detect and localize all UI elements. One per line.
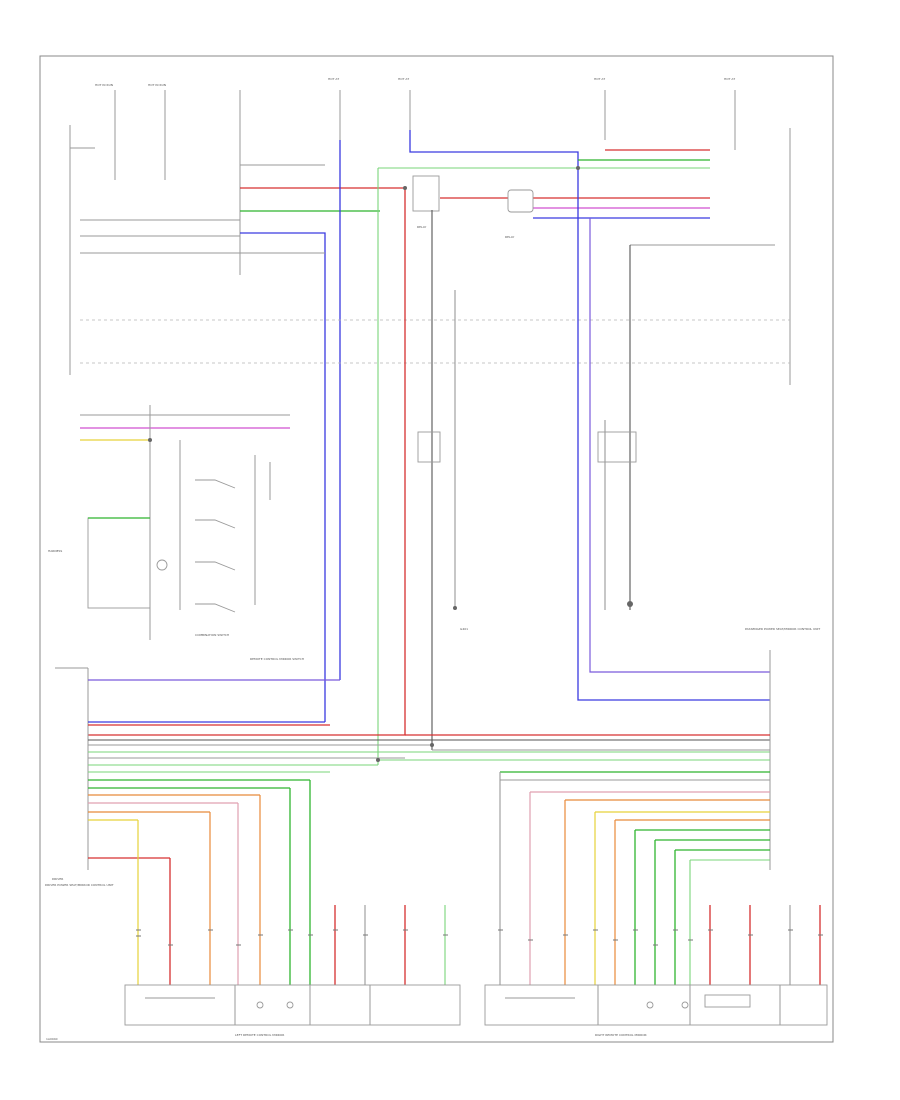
- right-mirror-assembly: RIGHT REMOTE CONTROL MIRROR: [484, 984, 828, 1037]
- svg-text:RELAY: RELAY: [417, 225, 427, 229]
- center-relays: RELAY RELAY: [412, 175, 534, 239]
- mirror-switch-label: REMOTE CONTROL MIRROR SWITCH: [250, 657, 304, 661]
- combination-switch-block: HARNESS: [48, 405, 290, 640]
- figure-id: 1A0040: [46, 1037, 58, 1041]
- ground-tag: G401: [460, 627, 468, 631]
- left-control-unit: DRIVER: [52, 667, 770, 881]
- connector-marks: [136, 929, 823, 946]
- top-source-group: HOT IN RUN HOT IN RUN HOT AT HOT AT HOT …: [69, 77, 791, 385]
- svg-text:HOT AT: HOT AT: [724, 77, 735, 81]
- svg-text:HARNESS: HARNESS: [48, 549, 62, 553]
- left-module-label: DRIVER POWER SEAT/MIRROR CONTROL UNIT: [45, 883, 114, 887]
- right-seat-circuit: [417, 431, 637, 610]
- diagram-border: [39, 55, 834, 1043]
- svg-text:HOT AT: HOT AT: [594, 77, 605, 81]
- svg-text:HOT AT: HOT AT: [398, 77, 409, 81]
- svg-text:RELAY: RELAY: [505, 235, 515, 239]
- svg-text:HOT IN RUN: HOT IN RUN: [95, 83, 113, 87]
- left-mirror-wires: [137, 780, 446, 985]
- combination-switch-label: COMBINATION SWITCH: [195, 633, 229, 637]
- upper-harness-wires: [240, 130, 775, 722]
- component-labels: COMBINATION SWITCH REMOTE CONTROL MIRROR…: [45, 627, 820, 1041]
- right-control-unit: [378, 650, 771, 870]
- right-mirror-label: RIGHT REMOTE CONTROL MIRROR: [595, 1033, 647, 1037]
- right-mirror-wires: [499, 772, 821, 985]
- left-mirror-label: LEFT REMOTE CONTROL MIRROR: [235, 1033, 284, 1037]
- svg-text:HOT AT: HOT AT: [328, 77, 339, 81]
- left-mirror-assembly: LEFT REMOTE CONTROL MIRROR: [124, 984, 461, 1037]
- svg-text:HOT IN RUN: HOT IN RUN: [148, 83, 166, 87]
- right-module-label: PASSENGER POWER SEAT/MIRROR CONTROL UNIT: [745, 627, 820, 631]
- junction-dots: [148, 166, 580, 762]
- center-vertical-wires: [88, 168, 770, 765]
- svg-text:DRIVER: DRIVER: [52, 877, 63, 881]
